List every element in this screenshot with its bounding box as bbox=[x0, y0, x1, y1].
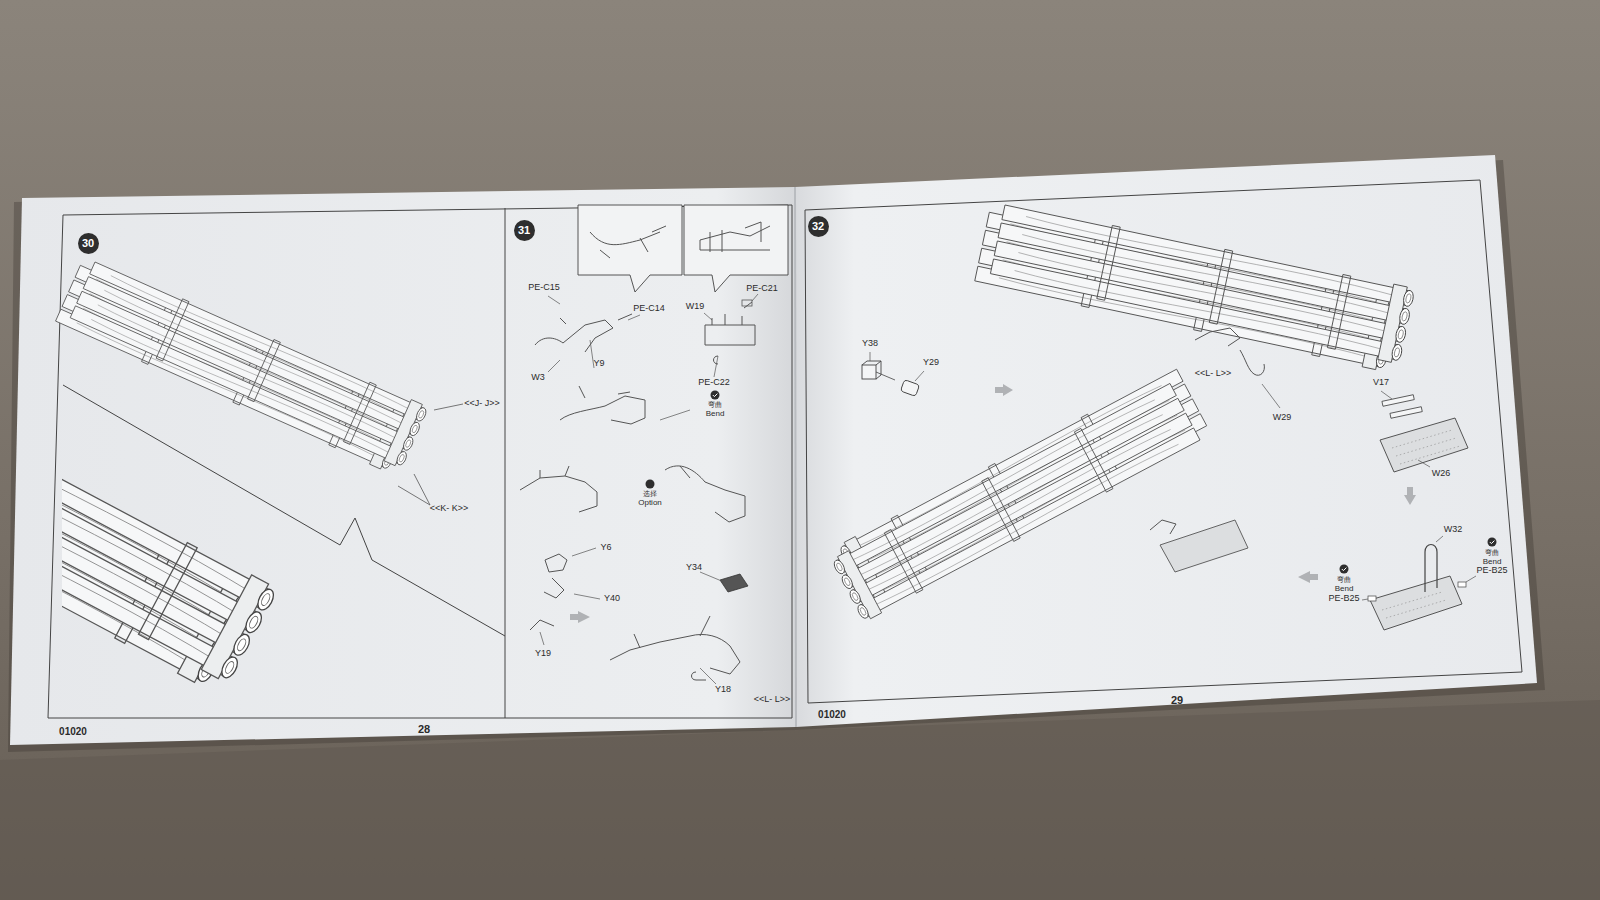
part-label: 弯曲 bbox=[708, 401, 722, 409]
part-label: <<L- L>> bbox=[1195, 369, 1232, 379]
part-label: Bend bbox=[1335, 585, 1354, 594]
step-number: 31 bbox=[518, 224, 530, 236]
part-label: <<J- J>> bbox=[464, 399, 500, 409]
part-label: W29 bbox=[1273, 413, 1292, 423]
page-number: 01020 bbox=[59, 726, 87, 737]
page-number: 28 bbox=[418, 723, 430, 735]
part-label: PE-B25 bbox=[1328, 594, 1359, 604]
part-label: V17 bbox=[1373, 378, 1389, 388]
part-label: Option bbox=[638, 499, 662, 508]
page-number: 29 bbox=[1171, 694, 1183, 706]
page-number: 01020 bbox=[818, 709, 846, 720]
part-label: PE-C14 bbox=[633, 304, 665, 314]
part-label: <<L- L>> bbox=[754, 695, 791, 705]
part-label: Y29 bbox=[923, 358, 939, 368]
part-label: Y19 bbox=[535, 649, 551, 659]
part-label: W19 bbox=[686, 302, 705, 312]
step-number-circle: 31 bbox=[514, 220, 535, 241]
part-label: PE-C21 bbox=[746, 284, 778, 294]
part-label: PE-C22 bbox=[698, 378, 730, 388]
part-label: W26 bbox=[1432, 469, 1451, 479]
part-label: <<K- K>> bbox=[430, 504, 469, 514]
part-label: Y40 bbox=[604, 594, 620, 604]
part-label: 弯曲 bbox=[1485, 549, 1499, 557]
part-label: Bend bbox=[706, 410, 725, 419]
step-number-circle: 30 bbox=[78, 233, 99, 254]
part-label: 选择 bbox=[643, 490, 657, 498]
part-label: Y6 bbox=[600, 543, 611, 553]
step-number: 30 bbox=[82, 237, 94, 249]
step-number-circle: 32 bbox=[808, 216, 829, 237]
part-label: W32 bbox=[1444, 525, 1463, 535]
part-label: Y34 bbox=[686, 563, 702, 573]
part-label: 弯曲 bbox=[1337, 576, 1351, 584]
step-number: 32 bbox=[812, 220, 824, 232]
part-label: Y9 bbox=[593, 359, 604, 369]
part-label: Y38 bbox=[862, 339, 878, 349]
part-label: PE-B25 bbox=[1476, 566, 1507, 576]
part-label: W3 bbox=[531, 373, 545, 383]
part-label: Y18 bbox=[715, 685, 731, 695]
part-label: PE-C15 bbox=[528, 283, 560, 293]
